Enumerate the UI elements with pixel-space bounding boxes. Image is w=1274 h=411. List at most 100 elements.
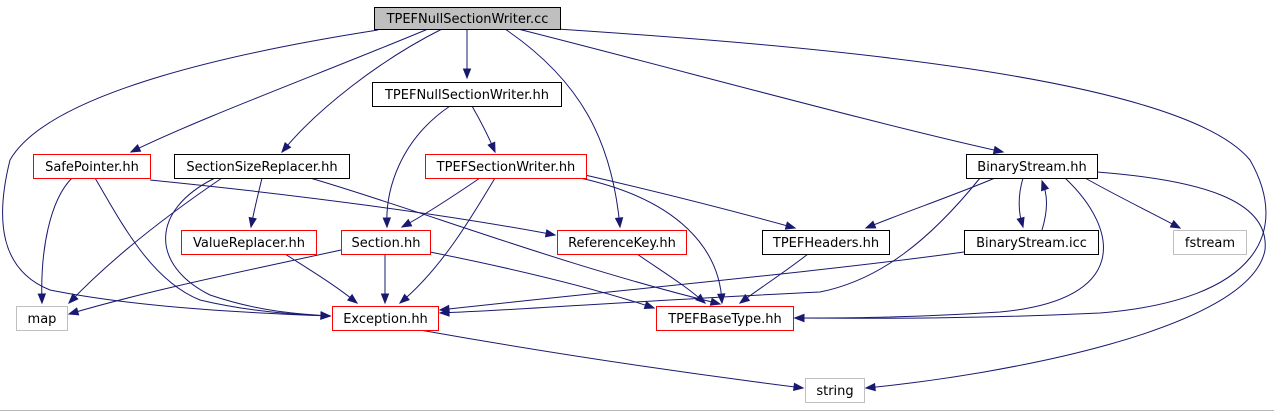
arrow-head (738, 293, 751, 304)
node-label: BinaryStream.icc (976, 236, 1087, 251)
edge-binary-stream-hh-to-exception-hh (438, 177, 981, 317)
node-box (16, 306, 68, 331)
arrow-head (717, 293, 726, 305)
node-label: map (28, 312, 57, 327)
edge-section-hh-to-exception-hh (380, 254, 390, 305)
edge-line (399, 177, 496, 304)
node-box (341, 230, 431, 255)
edge-binary-stream-hh-to-string (864, 171, 1266, 392)
edge-safe-pointer-hh-to-map (37, 177, 73, 305)
edge-tpef-null-section-writer-cc-to-tpef-null-section-writer-hh (462, 29, 472, 80)
edge-value-replacer-hh-to-exception-hh (284, 253, 359, 304)
edge-section-size-replacer-hh-to-exception-hh (165, 177, 332, 320)
node-tpef-null-section-writer-hh[interactable]: TPEFNullSectionWriter.hh (372, 82, 562, 107)
edge-line (41, 177, 73, 304)
arrow-head (643, 301, 656, 310)
node-binary-stream-hh[interactable]: BinaryStream.hh (966, 154, 1098, 179)
node-layer: TPEFNullSectionWriter.ccTPEFNullSectionW… (16, 7, 1247, 403)
edge-tpef-null-section-writer-cc-to-section-size-replacer-hh (281, 28, 443, 154)
edge-tpef-null-section-writer-cc-to-safe-pointer-hh (129, 28, 429, 153)
node-section-size-replacer-hh[interactable]: SectionSizeReplacer.hh (174, 154, 350, 179)
edge-line (865, 177, 996, 229)
edge-tpef-headers-hh-to-tpef-base-type-hh (738, 253, 809, 304)
node-tpef-section-writer-hh[interactable]: TPEFSectionWriter.hh (425, 154, 587, 179)
node-label: TPEFNullSectionWriter.cc (386, 12, 549, 27)
arrow-head (438, 304, 450, 314)
node-box (805, 378, 865, 403)
edge-safe-pointer-hh-to-reference-key-hh (149, 179, 557, 238)
node-reference-key-hh[interactable]: ReferenceKey.hh (557, 230, 687, 255)
arrow-head (398, 293, 410, 304)
edge-tpef-section-writer-hh-to-section-hh (400, 177, 481, 228)
arrow-head (709, 297, 722, 306)
arrow-head (400, 218, 413, 228)
node-box (557, 230, 687, 255)
arrow-head (37, 293, 47, 305)
arrow-head (320, 311, 332, 320)
arrow-head (544, 229, 557, 238)
node-section-hh[interactable]: Section.hh (341, 230, 431, 255)
node-safe-pointer-hh[interactable]: SafePointer.hh (33, 154, 151, 179)
node-label: Section.hh (352, 236, 421, 251)
node-map: map (16, 306, 68, 331)
node-label: TPEFNullSectionWriter.hh (384, 88, 549, 103)
arrow-head (614, 217, 624, 229)
edge-tpef-null-section-writer-cc-to-reference-key-hh (504, 28, 624, 229)
edge-line (439, 251, 965, 311)
node-label: fstream (1185, 236, 1235, 251)
edge-section-hh-to-tpef-base-type-hh (429, 251, 656, 310)
edge-section-hh-to-map (67, 249, 342, 316)
node-exception-hh[interactable]: Exception.hh (332, 306, 439, 331)
node-value-replacer-hh[interactable]: ValueReplacer.hh (181, 230, 317, 255)
node-box (966, 154, 1098, 179)
node-box (174, 154, 350, 179)
edge-line (865, 171, 1266, 389)
arrow-head (487, 141, 496, 154)
edge-line (636, 253, 706, 304)
edge-tpef-section-writer-hh-to-exception-hh (398, 177, 496, 304)
edge-exception-hh-to-string (419, 329, 805, 391)
node-label: ValueReplacer.hh (193, 236, 305, 251)
node-box (1173, 230, 1247, 255)
edge-tpef-section-writer-hh-to-tpef-headers-hh (584, 174, 797, 230)
edge-line (68, 249, 342, 315)
edge-line (1084, 177, 1181, 229)
node-box (425, 154, 587, 179)
node-tpef-null-section-writer-cc[interactable]: TPEFNullSectionWriter.cc (374, 7, 561, 30)
arrow-head (793, 382, 805, 391)
edge-tpef-null-section-writer-cc-to-tpef-base-type-hh (556, 28, 1267, 323)
edge-line (284, 253, 358, 304)
node-box (372, 82, 562, 107)
edge-binary-stream-icc-to-exception-hh (438, 251, 965, 314)
edge-tpef-null-section-writer-hh-to-section-hh (382, 105, 451, 229)
node-label: string (816, 384, 853, 399)
arrow-head (382, 217, 392, 229)
edge-tpef-null-section-writer-hh-to-tpef-section-writer-hh (471, 105, 496, 154)
node-tpef-headers-hh[interactable]: TPEFHeaders.hh (762, 230, 890, 255)
edge-section-size-replacer-hh-to-value-replacer-hh (248, 177, 263, 229)
edge-binary-stream-hh-to-fstream (1084, 177, 1182, 229)
edge-binary-stream-hh-to-tpef-base-type-hh (793, 177, 1104, 323)
edge-line (504, 28, 621, 228)
arrow-head (793, 313, 805, 323)
arrow-head (1041, 179, 1050, 192)
node-label: TPEFSectionWriter.hh (436, 160, 576, 175)
edge-line (429, 251, 655, 309)
node-binary-stream-icc[interactable]: BinaryStream.icc (964, 230, 1099, 255)
edge-line (439, 177, 981, 314)
edge-line (556, 28, 1267, 319)
arrow-head (1169, 219, 1182, 229)
node-box (964, 230, 1099, 255)
node-string: string (805, 378, 865, 403)
edge-line (2, 29, 379, 317)
arrow-head (129, 144, 142, 153)
edge-binary-stream-icc-to-binary-stream-hh (1041, 179, 1050, 231)
arrow-head (462, 68, 472, 80)
arrow-head (864, 220, 877, 229)
edge-line (68, 177, 223, 304)
arrow-head (1016, 216, 1025, 229)
node-tpef-base-type-hh[interactable]: TPEFBaseType.hh (656, 306, 794, 331)
arrow-head (992, 145, 1005, 155)
arrow-head (346, 293, 359, 304)
edge-line (517, 28, 1004, 153)
